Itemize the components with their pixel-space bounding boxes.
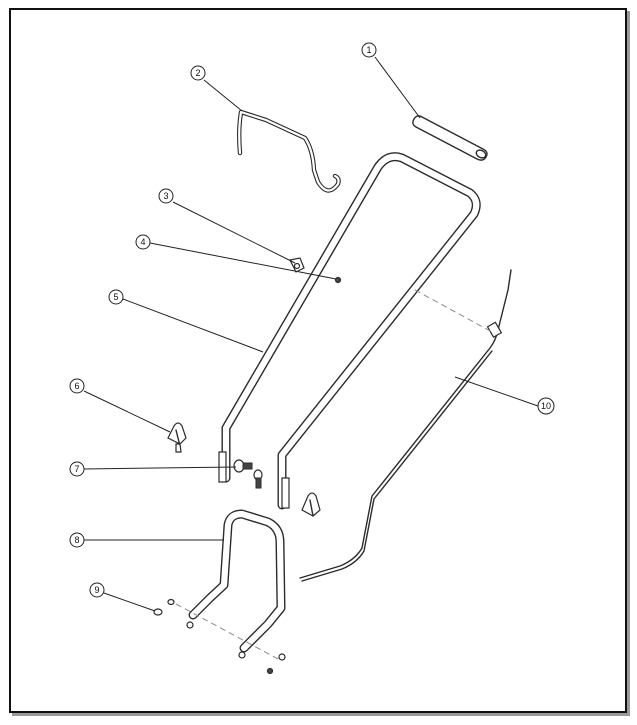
callout-6: 6 [69,378,85,394]
leader-5 [122,298,264,353]
handle-knob-right [301,492,321,517]
part-4-screw [334,276,342,284]
callout-9-label: 9 [94,585,99,595]
callout-3: 3 [158,188,174,204]
leader-7 [83,466,237,470]
part-8-lower-handle [186,509,286,659]
callout-7: 7 [69,461,85,477]
callout-8-label: 8 [74,535,79,545]
callout-10: 10 [537,397,555,415]
part-2-control-bail [237,109,341,193]
callout-10-label: 10 [541,401,551,411]
part-5-upper-handle [218,152,481,510]
callout-1: 1 [361,42,377,58]
callout-9: 9 [89,582,105,598]
part-10-control-cable [299,269,512,582]
leader-2 [203,79,243,112]
callout-8: 8 [69,532,85,548]
part-9-nut [153,598,175,616]
part-1-grip-tube [412,115,488,161]
callout-5: 5 [108,289,124,305]
callout-6-label: 6 [74,381,79,391]
callout-2-label: 2 [195,68,200,78]
leader-10 [454,376,539,407]
callout-4-label: 4 [140,237,145,247]
lower-bolts [266,653,286,675]
leader-9 [103,592,156,612]
part-7-carriage-bolt [233,459,253,473]
callout-3-label: 3 [163,191,168,201]
callout-5-label: 5 [113,292,118,302]
assembly-line-cable [414,289,493,333]
callout-4: 4 [135,234,151,250]
leader-6 [83,390,171,433]
leader-4 [149,242,337,280]
callout-1-label: 1 [366,45,371,55]
leader-3 [172,201,296,264]
part-6-knob [167,422,187,453]
carriage-bolt-second [253,469,263,489]
leader-1 [374,56,421,119]
part-3-cable-clip [289,257,305,273]
callout-7-label: 7 [74,464,79,474]
callout-2: 2 [190,65,206,81]
